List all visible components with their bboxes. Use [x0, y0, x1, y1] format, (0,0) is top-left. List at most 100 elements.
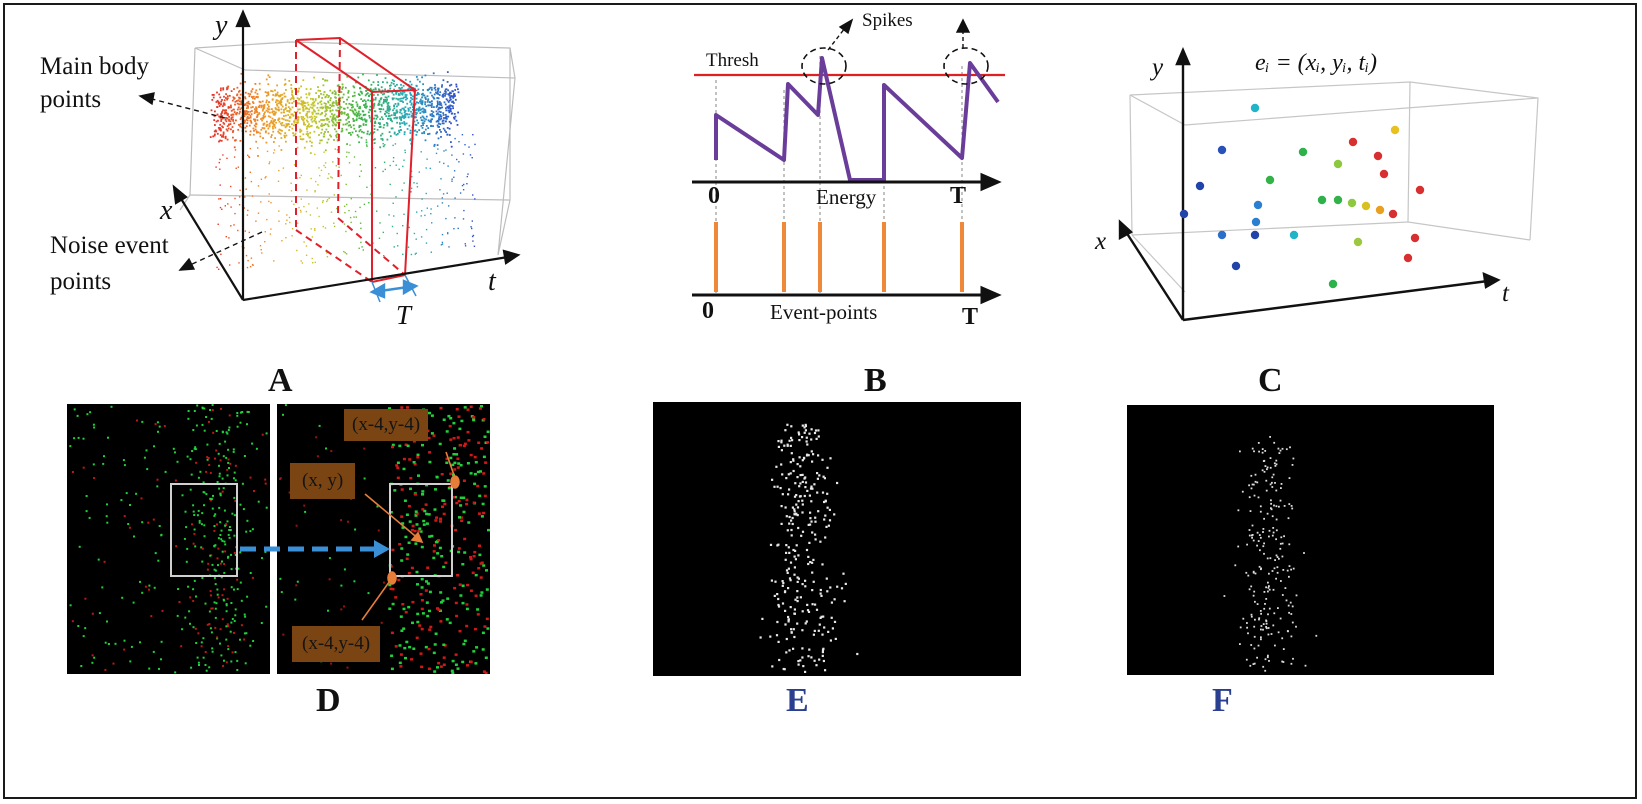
panel-a-main-point [250, 113, 253, 116]
panel-d-event-pixel [343, 605, 345, 608]
panel-a-main-point [253, 112, 256, 114]
panel-d-event-pixel [420, 577, 424, 581]
panel-d-event-pixel [192, 599, 195, 602]
panel-f-event-dot [1246, 622, 1248, 624]
panel-a-noise-point [278, 210, 280, 212]
panel-a-main-point [226, 95, 229, 98]
panel-e-event-dot [796, 600, 799, 603]
panel-a-main-point [327, 101, 330, 104]
panel-d-event-pixel [433, 643, 437, 646]
panel-a-noise-point [362, 249, 364, 251]
panel-d-event-pixel [459, 464, 463, 467]
panel-d-event-pixel [434, 632, 438, 635]
panel-a-main-point [214, 110, 216, 113]
panel-e-event-dot [798, 495, 802, 498]
panel-a-main-point [254, 91, 257, 94]
panel-a-main-point [391, 79, 394, 82]
panel-a-noise-point [327, 177, 329, 180]
panel-d-event-pixel [194, 627, 197, 630]
panel-a-main-point [267, 74, 270, 77]
panel-d-event-pixel [457, 547, 461, 550]
panel-d-event-pixel [236, 578, 239, 581]
panel-d-event-pixel [215, 602, 218, 605]
panel-a-main-point [362, 124, 365, 126]
panel-a-main-point [389, 84, 392, 87]
panel-e-event-dot [824, 669, 827, 672]
panel-d-event-pixel [225, 610, 228, 613]
panel-d-event-pixel [414, 542, 418, 545]
panel-a-main-point [306, 111, 309, 113]
panel-a-main-point [285, 103, 287, 106]
panel-e-event-dot [807, 523, 810, 526]
panel-d-event-pixel [424, 503, 428, 506]
panel-f-event-dot [1257, 644, 1260, 647]
panel-d-event-pixel [251, 528, 254, 531]
panel-a-main-point [374, 88, 377, 91]
panel-a-main-point [317, 86, 319, 88]
panel-a-main-point [355, 114, 358, 117]
panel-a-main-point [224, 112, 227, 114]
panel-a-main-point [367, 111, 370, 114]
panel-a-main-point [386, 109, 389, 112]
panel-a-main-point [219, 96, 222, 99]
panel-d-event-pixel [398, 543, 402, 546]
panel-a-main-point [448, 111, 451, 114]
panel-a-main-point [274, 93, 277, 96]
panel-d-event-pixel [433, 670, 437, 673]
panel-a-main-point [393, 117, 396, 120]
panel-a-noise-point [286, 219, 288, 221]
panel-f-event-dot [1315, 634, 1318, 637]
panel-a-noise-point [410, 187, 413, 189]
panel-d-event-pixel [196, 514, 199, 517]
panel-a-noise-point [392, 160, 395, 163]
panel-a-noise-point [296, 222, 299, 224]
panel-a-main-point [240, 107, 243, 109]
panel-a-main-point [393, 132, 396, 135]
panel-d-event-pixel [224, 543, 227, 546]
panel-a-main-point [389, 108, 391, 111]
panel-d-event-pixel [465, 624, 469, 628]
panel-a-main-point [347, 91, 350, 94]
panel-a-main-point [363, 118, 366, 121]
panel-a-main-point [287, 106, 290, 108]
panel-a-main-point [365, 93, 368, 95]
panel-a-noise-point [293, 203, 295, 206]
panel-a-main-point [379, 123, 381, 126]
panel-a-noise-point [470, 226, 472, 228]
panel-d-event-pixel [402, 467, 406, 471]
panel-d-event-pixel [164, 470, 167, 473]
panel-a-main-point [377, 84, 380, 86]
panel-f-event-dot [1254, 473, 1257, 476]
panel-d-event-pixel [466, 583, 470, 587]
panel-d-event-pixel [153, 445, 155, 448]
panel-a-noise-point [456, 158, 458, 161]
panel-a-main-point [293, 120, 295, 123]
panel-d-event-pixel [460, 419, 464, 423]
panel-a-noise-point [293, 164, 296, 166]
panel-a-main-point [280, 137, 283, 139]
panel-a-main-point [351, 110, 354, 113]
panel-d-event-pixel [411, 600, 415, 604]
panel-d-event-pixel [442, 643, 446, 646]
panel-d-event-pixel [459, 594, 463, 597]
panel-d-event-pixel [214, 569, 217, 572]
panel-a-main-point [225, 109, 227, 112]
panel-a-main-point [214, 129, 217, 132]
panel-a-main-point [362, 73, 364, 76]
panel-c-formula: eᵢ = (xᵢ, yᵢ, tᵢ) [1255, 50, 1377, 76]
panel-a-main-point [401, 122, 403, 124]
panel-a-main-point [394, 85, 397, 87]
panel-d-event-pixel [71, 620, 74, 623]
panel-d-event-pixel [473, 627, 477, 631]
panel-d-event-pixel [486, 441, 490, 444]
panel-e-event-dot [792, 548, 795, 552]
panel-a-main-point [374, 98, 377, 101]
panel-a-main-point [358, 126, 361, 129]
panel-a-main-point [326, 141, 329, 144]
panel-a-main-point [301, 101, 304, 104]
panel-a-noise-point [447, 232, 449, 234]
panel-f-event-dot [1285, 448, 1288, 451]
panel-a-main-point [236, 86, 239, 89]
panel-a-main-point [403, 131, 406, 133]
panel-a-main-point [410, 110, 412, 113]
